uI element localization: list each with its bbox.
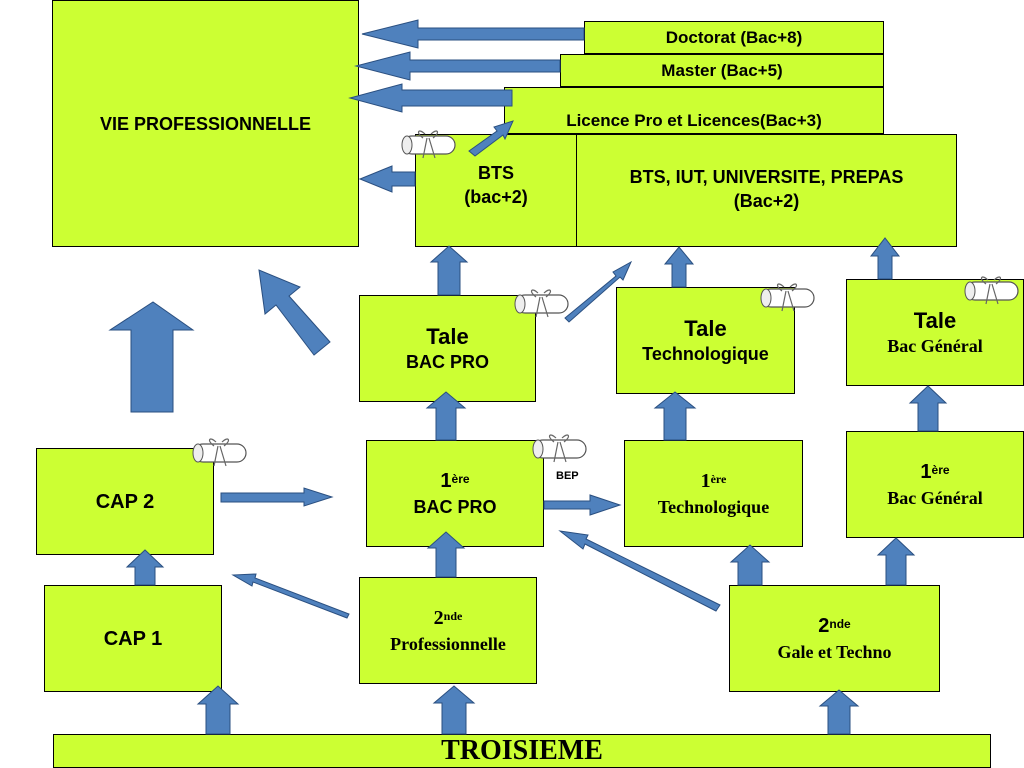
bts-label-line1: BTS (478, 163, 514, 183)
arrow-premiere-pro-to-tale-pro (425, 391, 467, 441)
master-label: Master (Bac+5) (661, 60, 783, 80)
bep-label: BEP (556, 470, 579, 482)
arrow-premiere-techno-to-tale-techno (653, 391, 697, 441)
arrow-cap-to-vie (108, 301, 195, 413)
arrow-cap1-to-cap2 (125, 549, 165, 586)
bts-label-line2: (bac+2) (464, 187, 528, 207)
seconde-gale-techno-box: 2nde Gale et Techno (729, 585, 940, 692)
bts-iut-universite-prepas-box: BTS, IUT, UNIVERSITE, PREPAS (Bac+2) (576, 134, 957, 247)
arrow-tale-pro-to-bts (429, 245, 469, 296)
arrow-master-to-vie (354, 51, 561, 81)
arrow-seconde-gen-to-premiere-gen (876, 537, 916, 586)
bts-iut-label-line2: (Bac+2) (733, 191, 800, 211)
seconde-gen-line2: Gale et Techno (777, 641, 892, 662)
arrow-seconde-gen-to-premiere-pro (558, 530, 721, 612)
arrow-tale-pro-to-vie (258, 269, 331, 356)
arrow-tale-gen-to-bts-iut (869, 237, 901, 280)
premiere-pro-num: 1 (440, 469, 452, 492)
premiere-pro-line2: BAC PRO (413, 496, 497, 517)
vie-professionnelle-label: VIE PROFESSIONNELLE (99, 113, 312, 134)
master-box: Master (Bac+5) (560, 54, 884, 87)
tale-bac-pro-line1: Tale (426, 323, 469, 349)
licence-label: Licence Pro et Licences(Bac+3) (566, 111, 822, 130)
arrow-seconde-pro-to-cap2 (231, 573, 350, 619)
premiere-technologique-box: 1ère Technologique (624, 440, 803, 547)
cap1-label: CAP 1 (103, 627, 163, 650)
seconde-pro-num: 2 (433, 606, 444, 629)
diploma-scroll-icon (192, 438, 247, 467)
premiere-techno-sup: ère (710, 471, 727, 486)
premiere-gen-sup: ère (931, 462, 950, 477)
premiere-gen-line2: Bac Général (887, 487, 983, 508)
arrow-troisieme-to-seconde-gen (818, 689, 860, 735)
arrow-troisieme-to-cap1 (196, 685, 240, 735)
doctorat-label: Doctorat (Bac+8) (665, 27, 803, 47)
tale-bac-pro-box: Tale BAC PRO (359, 295, 536, 402)
arrow-premiere-pro-to-premiere-techno (543, 494, 622, 516)
arrow-bts-to-licence (468, 120, 514, 157)
cap1-box: CAP 1 (44, 585, 222, 692)
tale-bac-pro-line2: BAC PRO (405, 351, 489, 372)
seconde-gen-sup: nde (829, 616, 851, 631)
premiere-techno-line2: Technologique (657, 496, 770, 517)
cap2-label: CAP 2 (95, 490, 155, 513)
diploma-scroll-icon (514, 289, 569, 318)
premiere-gen-num: 1 (920, 460, 932, 483)
arrow-troisieme-to-seconde-pro (432, 685, 476, 735)
arrow-licence-to-vie (348, 83, 513, 113)
arrow-cap2-to-premiere-pro (220, 487, 334, 507)
diploma-scroll-icon (532, 434, 587, 463)
tale-gen-line1: Tale (913, 307, 957, 333)
arrow-doctorat-to-vie (361, 19, 585, 49)
diploma-scroll-icon (964, 276, 1019, 305)
licence-box: Licence Pro et Licences(Bac+3) (504, 87, 884, 134)
tale-techno-line2: Technologique (642, 343, 769, 364)
arrow-bts-to-vie (358, 165, 416, 193)
arrow-seconde-gen-to-premiere-techno (729, 544, 771, 586)
troisieme-box: TROISIEME (53, 734, 991, 768)
seconde-professionnelle-box: 2nde Professionnelle (359, 577, 537, 684)
arrow-seconde-pro-to-premiere-pro (426, 531, 466, 578)
doctorat-box: Doctorat (Bac+8) (584, 21, 884, 54)
seconde-gen-num: 2 (818, 614, 830, 637)
tale-techno-line1: Tale (684, 315, 727, 341)
seconde-pro-line2: Professionnelle (390, 633, 506, 654)
cap2-box: CAP 2 (36, 448, 214, 555)
premiere-bac-general-box: 1ère Bac Général (846, 431, 1024, 538)
arrow-tale-techno-to-bts-iut (663, 246, 695, 288)
bts-iut-label-line1: BTS, IUT, UNIVERSITE, PREPAS (629, 167, 904, 187)
diploma-scroll-icon (401, 130, 456, 159)
tale-gen-line2: Bac Général (887, 335, 983, 356)
vie-professionnelle-box: VIE PROFESSIONNELLE (52, 0, 359, 247)
seconde-pro-sup: nde (443, 608, 463, 623)
diploma-scroll-icon (760, 283, 815, 312)
premiere-pro-sup: ère (451, 471, 470, 486)
troisieme-label: TROISIEME (441, 735, 603, 766)
arrow-premiere-gen-to-tale-gen (908, 385, 948, 432)
premiere-techno-num: 1 (700, 469, 711, 492)
premiere-bac-pro-box: 1ère BAC PRO (366, 440, 544, 547)
arrow-tale-pro-to-bts-iut (564, 260, 633, 323)
